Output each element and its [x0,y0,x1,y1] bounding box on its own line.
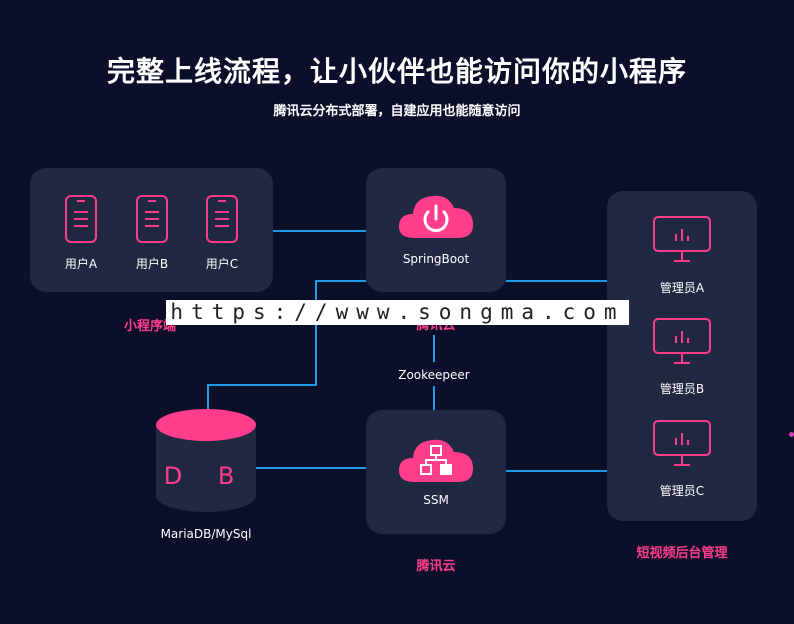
zookeeper-label: Zookeepeer [398,368,470,382]
page-title: 完整上线流程，让小伙伴也能访问你的小程序 [106,55,687,88]
ssm-label: SSM [423,493,449,507]
admin-c-label: 管理员C [659,484,705,498]
database-label: MariaDB/MySql [160,527,252,541]
users-panel [30,168,273,292]
admin-a-label: 管理员A [659,281,705,295]
monitor-icon [653,420,711,466]
monitor-icon [653,216,711,262]
admin-b-label: 管理员B [659,382,705,396]
user-c-label: 用户C [205,257,239,271]
page-subtitle: 腾讯云分布式部署，自建应用也能随意访问 [273,104,521,119]
ssm-caption: 腾讯云 [416,559,456,574]
users-caption: 小程序端 [123,319,176,334]
cloud-power-icon [398,195,474,238]
user-b-label: 用户B [135,257,169,271]
phone-icon [206,195,238,243]
database-icon [156,409,256,512]
edge-dot [789,432,794,437]
springboot-label: SpringBoot [402,252,470,266]
springboot-db-line [207,280,366,410]
watermark: https://www.songma.com [166,300,629,325]
user-a-label: 用户A [64,257,98,271]
phone-icon [136,195,168,243]
phone-icon [65,195,97,243]
admins-caption: 短视频后台管理 [636,546,728,561]
monitor-icon [653,318,711,364]
database-icon-text: D B [163,462,249,490]
cloud-network-icon [398,439,474,482]
